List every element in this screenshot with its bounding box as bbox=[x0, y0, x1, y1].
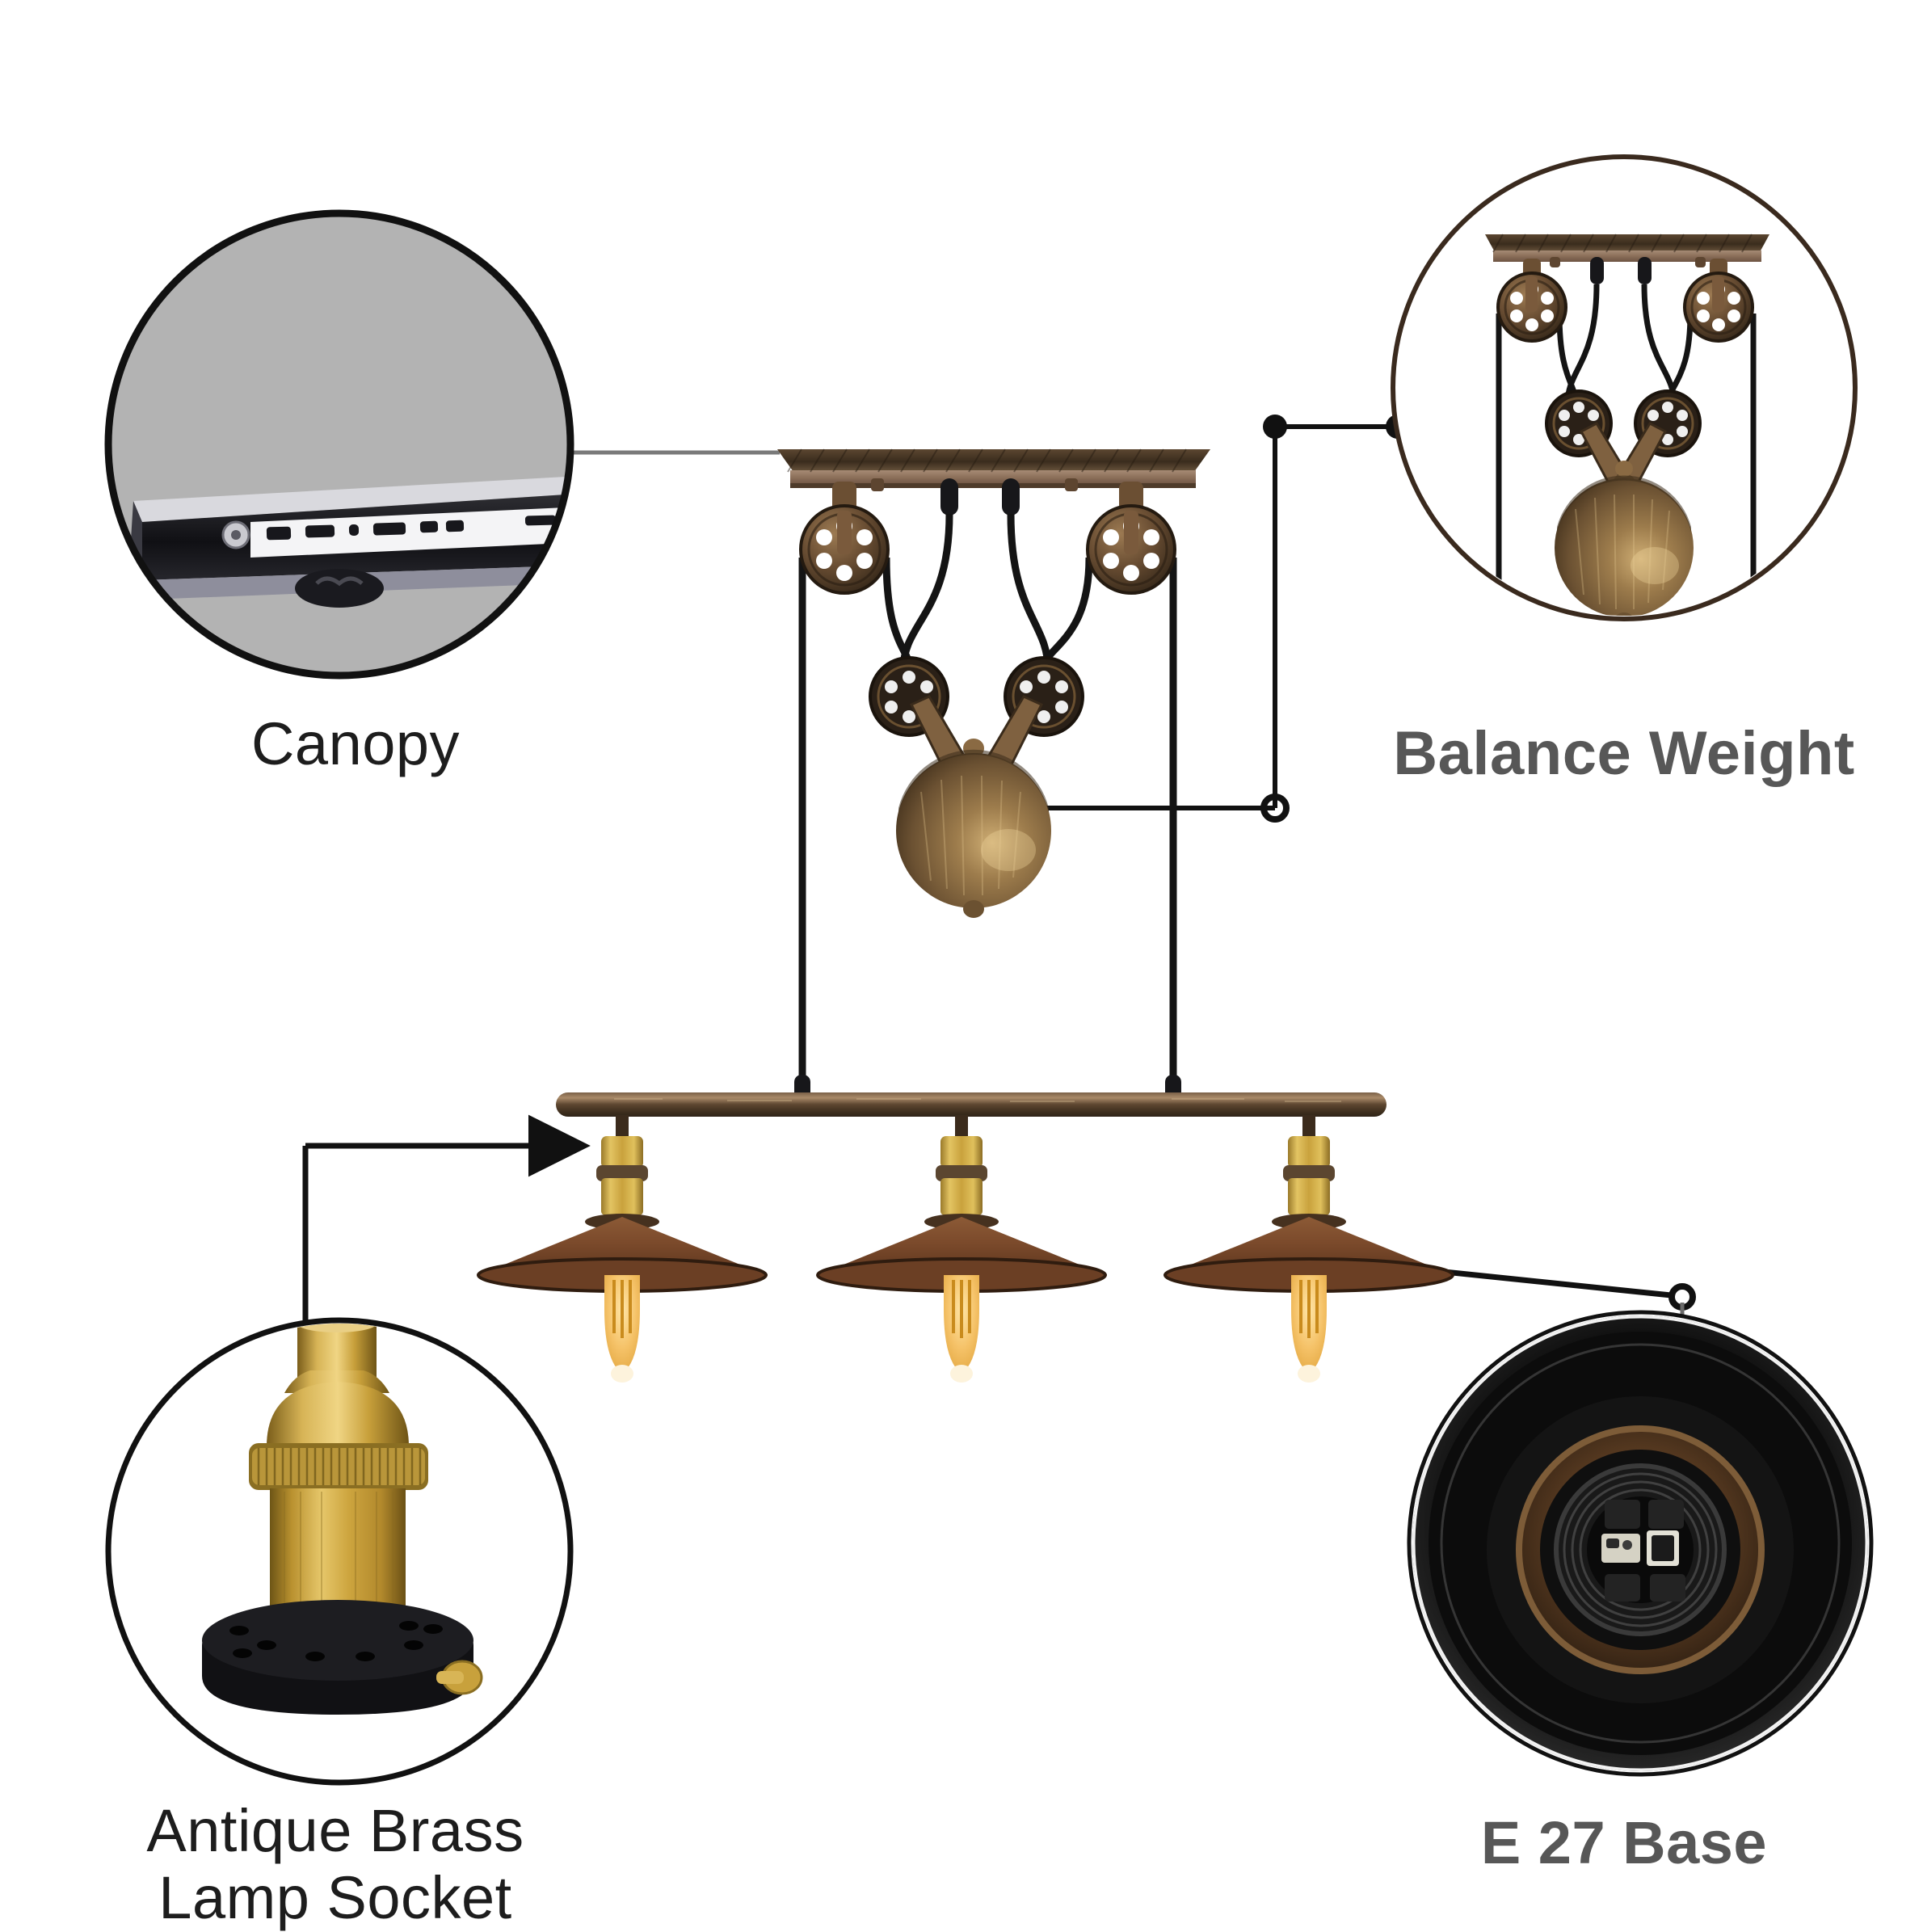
product-illustration bbox=[477, 448, 1454, 1383]
callout-label-e27-base: E 27 Base bbox=[1480, 1809, 1768, 1876]
ceiling-cable-anchors bbox=[940, 478, 1020, 516]
lamp-1 bbox=[477, 1115, 768, 1383]
lamp-3 bbox=[1163, 1115, 1454, 1383]
upper-right-pulley bbox=[1086, 504, 1176, 595]
callout-circle-lamp-socket bbox=[105, 1317, 574, 1786]
lamp-support-bar bbox=[556, 1092, 1386, 1117]
callout-circle-e27-base bbox=[1407, 1310, 1874, 1777]
balance-weight-sphere bbox=[896, 739, 1051, 918]
callout-circle-canopy bbox=[104, 209, 574, 680]
callout-label-balance-weight: Balance Weight bbox=[1393, 719, 1855, 788]
ceiling-canopy-bar bbox=[777, 448, 1210, 491]
callout-circle-balance-weight bbox=[1391, 154, 1858, 621]
callout-label-canopy: Canopy bbox=[250, 710, 461, 777]
lamp-2 bbox=[816, 1115, 1107, 1383]
connector-lamp-socket bbox=[302, 1114, 591, 1332]
upper-left-pulley bbox=[799, 504, 890, 595]
callout-label-lamp-socket: Antique Brass Lamp Socket bbox=[146, 1797, 524, 1931]
